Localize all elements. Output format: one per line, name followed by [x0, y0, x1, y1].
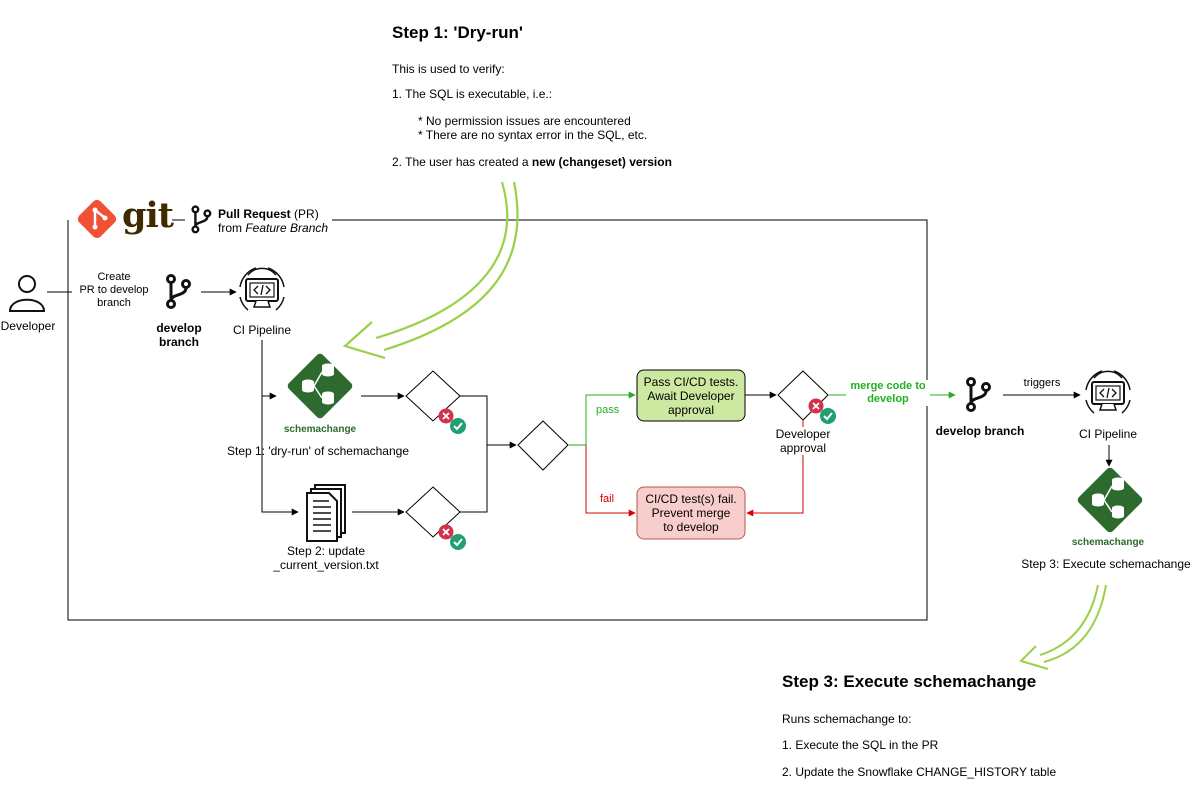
- decision-diamond-combine: [517, 420, 569, 471]
- pr-from: from Feature Branch: [218, 221, 328, 235]
- git-logo-text: git: [122, 195, 174, 236]
- step2-caption-line2: _current_version.txt: [273, 558, 379, 572]
- schemachange-logo-text-2: schemachange: [1071, 537, 1145, 548]
- develop-branch-icon-2: [966, 377, 991, 412]
- create-pr-label: Create PR to develop branch: [72, 271, 156, 310]
- merge-line1: merge code to: [850, 380, 926, 392]
- developer-approval-line1: Developer: [775, 427, 831, 441]
- schemachange-icon: [285, 351, 355, 421]
- callout-arrow-step3: [1019, 584, 1107, 670]
- decision-diamond-approval: [777, 370, 829, 421]
- pr-title-suffix: (PR): [290, 207, 319, 221]
- pass-box-line3: approval: [667, 402, 715, 417]
- develop-branch-2-label: develop branch: [935, 424, 1025, 438]
- fail-label: fail: [600, 493, 615, 506]
- fail-box-line1: CI/CD test(s) fail.: [645, 492, 737, 506]
- ci-pipeline-2-label: CI Pipeline: [1068, 427, 1148, 441]
- developer-icon: [8, 275, 46, 312]
- step3-item2: 2. Update the Snowflake CHANGE_HISTORY t…: [782, 765, 1057, 779]
- ci-pipeline-icon: [239, 267, 285, 311]
- schemachange-icon-2: [1075, 465, 1145, 535]
- status-icon-2: [437, 523, 467, 551]
- git-logo-icon: [77, 199, 117, 239]
- step1-intro: This is used to verify:: [392, 62, 505, 76]
- step1-bullet1: * No permission issues are encountered: [418, 114, 631, 128]
- step3-item1: 1. Execute the SQL in the PR: [782, 738, 939, 752]
- fail-box-line2: Prevent merge: [651, 506, 731, 520]
- document-icon: [306, 484, 346, 542]
- create-pr-line3: branch: [97, 297, 131, 309]
- step3-intro: Runs schemachange to:: [782, 712, 912, 726]
- pr-branch-icon: [191, 205, 212, 234]
- step1-item2-prefix: 2. The user has created a: [392, 155, 532, 169]
- pass-label: pass: [596, 404, 620, 417]
- developer-approval-line2: approval: [779, 441, 827, 455]
- merge-line2: develop: [867, 393, 909, 405]
- create-pr-line2: PR to develop: [79, 284, 149, 296]
- merge-label: merge code to develop: [846, 380, 930, 406]
- fail-box: [636, 486, 746, 540]
- step1-item2-bold: new (changeset) version: [531, 155, 672, 169]
- develop-branch-line2: branch: [158, 335, 199, 349]
- step2-caption: Step 2: update _current_version.txt: [256, 544, 396, 572]
- develop-branch-icon: [166, 274, 191, 309]
- pass-box-line1: Pass CI/CD tests.: [643, 374, 739, 389]
- decision-diamond-2: [405, 486, 461, 538]
- develop-branch-line1: develop: [156, 321, 202, 335]
- developer-approval-label: Developer approval: [762, 427, 844, 455]
- step1-item2: 2. The user has created a new (changeset…: [392, 155, 672, 169]
- pass-box-text: Pass CI/CD tests. Await Developer approv…: [637, 370, 745, 421]
- pass-box-line2: Await Developer: [647, 388, 735, 403]
- step3-title: Step 3: Execute schemachange: [782, 672, 1037, 691]
- decision-diamond-1: [405, 370, 461, 422]
- callout-arrow-step1: [342, 181, 519, 360]
- triggers-label: triggers: [1023, 377, 1061, 389]
- pr-title-bold: Pull Request: [218, 207, 291, 221]
- step1-caption: Step 1: 'dry-run' of schemachange: [226, 444, 409, 458]
- pr-from-prefix: from: [218, 221, 246, 235]
- pr-from-branch: Feature Branch: [245, 221, 329, 235]
- fail-box-line3: to develop: [663, 520, 719, 534]
- step2-caption-line1: Step 2: update: [286, 544, 366, 558]
- step1-bullet2: * There are no syntax error in the SQL, …: [418, 128, 648, 142]
- ci-pipeline-icon-2: [1085, 370, 1131, 414]
- developer-label: Developer: [0, 319, 56, 333]
- step1-title: Step 1: 'Dry-run': [392, 23, 523, 42]
- develop-branch-label: develop branch: [139, 321, 219, 349]
- status-icon-1: [437, 407, 467, 435]
- step3-caption: Step 3: Execute schemachange: [1021, 557, 1191, 571]
- fail-box-text: CI/CD test(s) fail. Prevent merge to dev…: [637, 487, 745, 539]
- schemachange-logo-text: schemachange: [283, 424, 357, 435]
- pr-boundary: [67, 219, 928, 621]
- pr-title: Pull Request (PR): [218, 207, 321, 221]
- status-icon-approval: [807, 397, 837, 425]
- ci-pipeline-label: CI Pipeline: [222, 323, 302, 337]
- create-pr-line1: Create: [97, 271, 131, 283]
- step1-item1: 1. The SQL is executable, i.e.:: [392, 87, 553, 101]
